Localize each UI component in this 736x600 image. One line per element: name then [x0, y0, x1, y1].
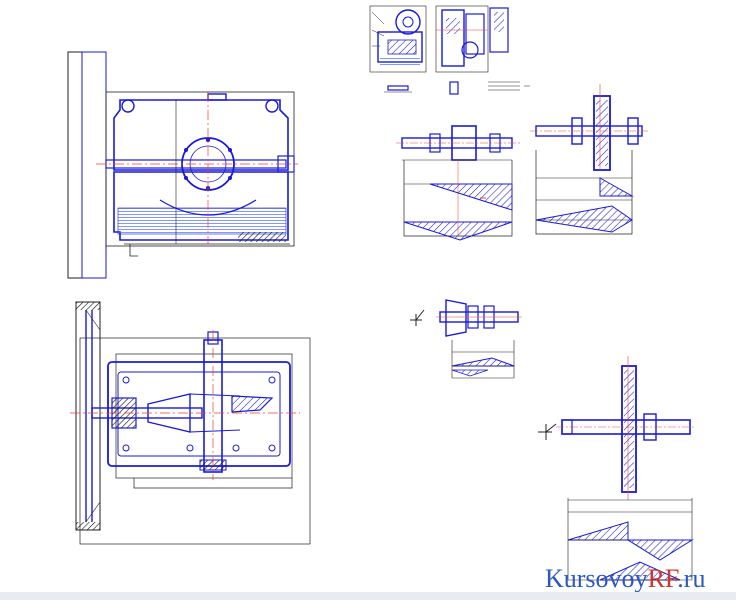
thumb-side	[441, 9, 465, 67]
plan-housing	[107, 361, 291, 467]
watermark-part-3: .ru	[677, 564, 706, 593]
output-wheel	[621, 365, 637, 493]
bottom-strip	[0, 592, 736, 600]
shaft-2-gear	[593, 95, 611, 171]
watermark-part-1: Kursovoy	[545, 564, 648, 593]
pulley-hub	[81, 51, 107, 279]
lug-left	[121, 99, 135, 113]
housing-cover	[113, 99, 289, 171]
small-shaft-diagram	[410, 299, 522, 379]
lug-right	[265, 99, 279, 113]
oil-level	[117, 207, 287, 235]
gearbox-plan-view	[70, 301, 311, 545]
plan-wheel	[231, 395, 274, 413]
breather	[207, 93, 227, 101]
moment-diagram-2	[599, 177, 634, 197]
watermark: KursovoyRF.ru	[545, 562, 735, 596]
pulley-rim	[67, 51, 107, 279]
watermark-part-2: RF	[647, 564, 678, 593]
output-torque-diagram	[626, 539, 694, 561]
torque-diagram-2	[535, 205, 633, 233]
pulley-section	[75, 301, 101, 531]
gearbox-side-view	[67, 51, 298, 279]
thumb-wheel	[395, 9, 421, 35]
output-moment-diagram	[567, 521, 629, 541]
assembly-thumbnail	[369, 5, 530, 95]
shaft-2-diagram	[530, 84, 648, 235]
output-shaft-diagram	[538, 356, 696, 581]
base-foundation	[238, 232, 286, 242]
moment-diagram-1	[429, 183, 513, 211]
small-moment-diagram	[451, 357, 515, 367]
shaft-1-diagram	[396, 125, 520, 241]
plan-frame	[79, 337, 311, 545]
